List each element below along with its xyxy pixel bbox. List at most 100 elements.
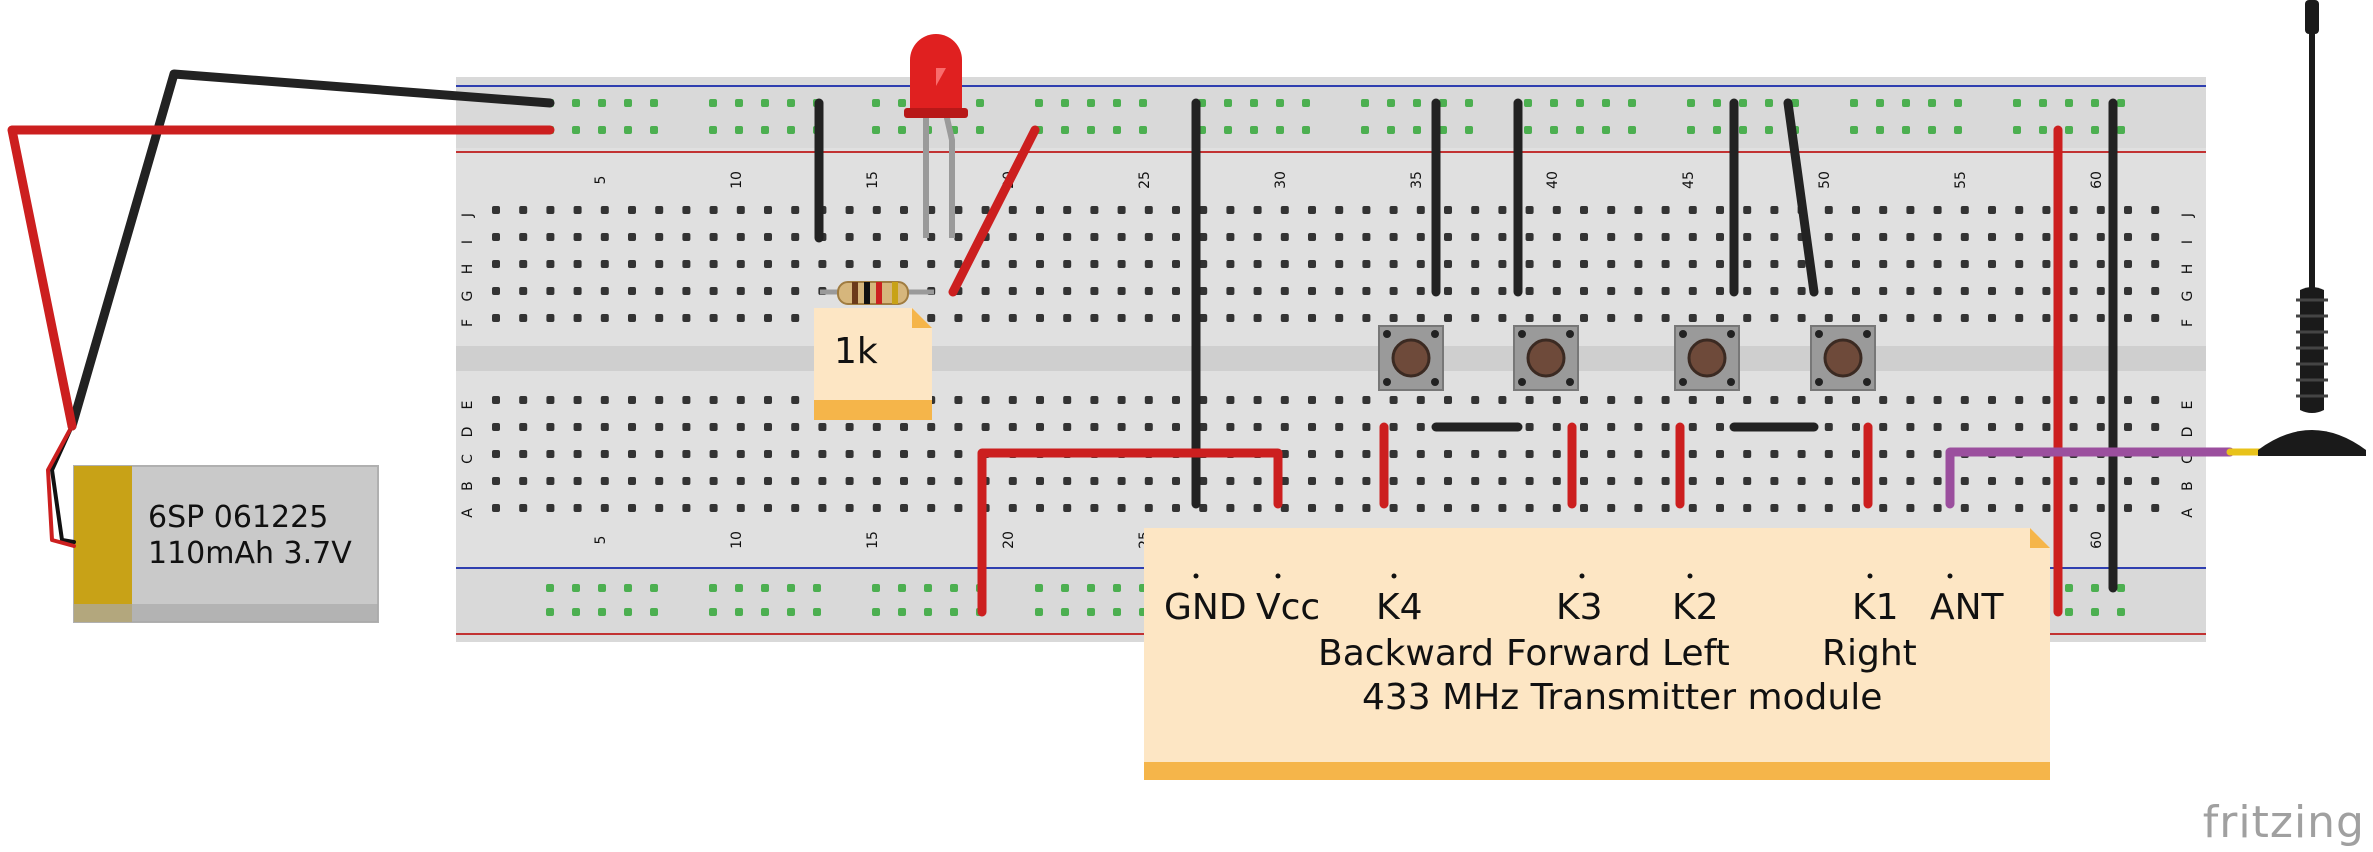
breadboard-hole [2124, 287, 2132, 295]
breadboard-hole [519, 504, 528, 512]
rail-hole [1061, 584, 1069, 592]
rail-hole [2117, 99, 2125, 107]
breadboard-hole [1743, 260, 1752, 268]
breadboard-hole [1389, 233, 1398, 241]
pin-ant-label: ANT [1930, 587, 2004, 628]
breadboard-hole [981, 314, 990, 322]
breadboard-hole [1471, 206, 1480, 214]
breadboard-hole [1362, 396, 1371, 404]
breadboard-hole [1172, 504, 1180, 512]
breadboard-hole [1389, 260, 1398, 268]
breadboard-hole [1552, 504, 1561, 512]
breadboard-hole [1172, 314, 1180, 322]
breadboard-hole [845, 206, 854, 214]
rail-hole [1087, 584, 1095, 592]
breadboard-hole [1416, 423, 1425, 431]
pin-marker [1867, 573, 1873, 579]
breadboard-hole [1498, 450, 1507, 458]
row-letter: I [460, 240, 476, 244]
breadboard-hole [573, 206, 582, 214]
breadboard-hole [1552, 206, 1561, 214]
breadboard-hole [1308, 504, 1316, 512]
breadboard-hole [1063, 260, 1072, 268]
breadboard-hole [1036, 477, 1044, 485]
row-letter: F [460, 319, 476, 327]
breadboard-hole [1933, 477, 1942, 485]
breadboard-hole [927, 504, 936, 512]
breadboard-hole [1471, 477, 1480, 485]
breadboard-hole [1090, 396, 1099, 404]
breadboard-hole [1117, 504, 1126, 512]
rail-hole [1113, 99, 1121, 107]
breadboard-hole [764, 287, 772, 295]
breadboard-hole [573, 260, 582, 268]
rail-hole [1576, 99, 1584, 107]
breadboard-hole [709, 233, 718, 241]
breadboard-hole [573, 423, 582, 431]
rail-hole [1465, 126, 1473, 134]
breadboard-hole [546, 396, 555, 404]
breadboard-hole [519, 260, 528, 268]
breadboard-hole [682, 396, 691, 404]
push-buttons [1378, 325, 1876, 391]
breadboard-hole [1280, 477, 1289, 485]
rail-hole [898, 126, 906, 134]
rail-hole [1928, 99, 1936, 107]
breadboard-hole [492, 260, 500, 268]
breadboard-hole [2015, 314, 2024, 322]
breadboard-hole [628, 314, 636, 322]
rail-hole [1061, 608, 1069, 616]
breadboard-hole [1988, 233, 1996, 241]
breadboard-hole [900, 260, 908, 268]
rail-hole [1276, 99, 1284, 107]
breadboard-hole [1607, 477, 1616, 485]
breadboard-hole [1879, 287, 1888, 295]
row-letter: D [2180, 427, 2196, 438]
breadboard-hole [709, 423, 718, 431]
rail-hole [1954, 99, 1962, 107]
breadboard-hole [1008, 233, 1017, 241]
breadboard-hole [1416, 287, 1425, 295]
breadboard-hole [1525, 287, 1534, 295]
rail-hole [1139, 126, 1147, 134]
breadboard-hole [1634, 450, 1643, 458]
rail-hole [1113, 584, 1121, 592]
breadboard-hole [791, 206, 800, 214]
breadboard-hole [1688, 504, 1697, 512]
rail-hole [1224, 126, 1232, 134]
breadboard-hole [655, 260, 664, 268]
breadboard-hole [1226, 314, 1235, 322]
breadboard-hole [1770, 450, 1779, 458]
breadboard-hole [845, 233, 854, 241]
rail-hole [1361, 99, 1369, 107]
breadboard-hole [2096, 206, 2105, 214]
breadboard-hole [1117, 287, 1126, 295]
breadboard-hole [1552, 260, 1561, 268]
breadboard-hole [1607, 450, 1616, 458]
rail-hole [1439, 126, 1447, 134]
breadboard-hole [2151, 477, 2160, 485]
breadboard-hole [954, 396, 963, 404]
breadboard-hole [2042, 477, 2051, 485]
breadboard-hole [1144, 314, 1153, 322]
breadboard-hole [1879, 477, 1888, 485]
breadboard-hole [1743, 504, 1752, 512]
breadboard-hole [600, 477, 609, 485]
rail-hole [2091, 99, 2099, 107]
breadboard-hole [1988, 260, 1996, 268]
breadboard-hole [600, 206, 609, 214]
breadboard-hole [764, 206, 772, 214]
row-letter: J [460, 213, 476, 218]
breadboard-hole [1090, 504, 1099, 512]
module-title: 433 MHz Transmitter module [1362, 677, 1883, 718]
rail-hole [1954, 126, 1962, 134]
breadboard-hole [1498, 206, 1507, 214]
column-number: 40 [1545, 171, 1561, 189]
breadboard-hole [655, 423, 664, 431]
breadboard-hole [764, 396, 772, 404]
breadboard-hole [655, 450, 664, 458]
breadboard-hole [1308, 477, 1316, 485]
breadboard-hole [1226, 206, 1235, 214]
breadboard-hole [573, 396, 582, 404]
